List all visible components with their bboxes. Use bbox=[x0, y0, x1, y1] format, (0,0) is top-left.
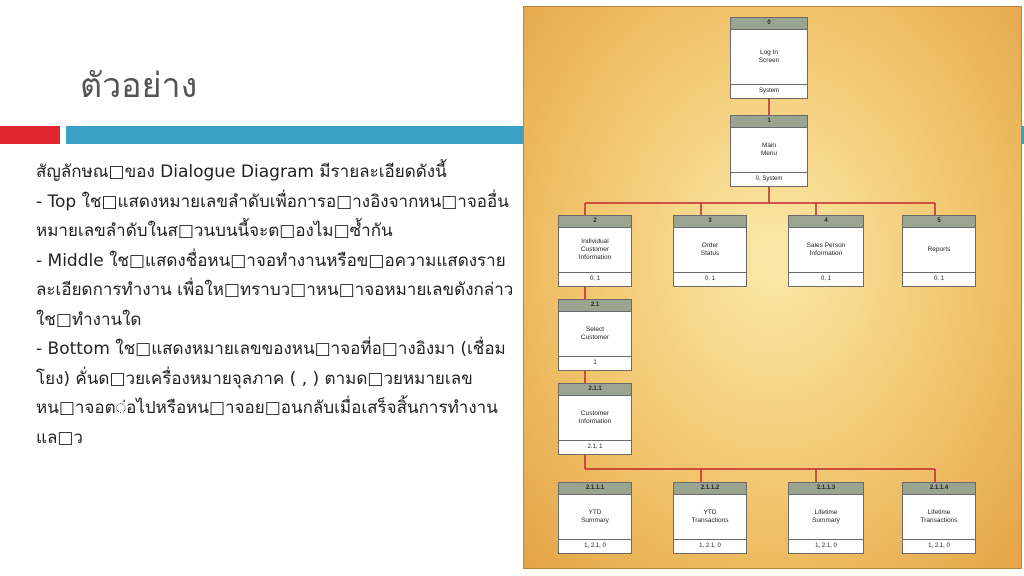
node-links: 0, 1 bbox=[559, 272, 631, 286]
node-links: 0, System bbox=[731, 172, 807, 186]
node-links: System bbox=[731, 84, 807, 98]
connector-lines bbox=[584, 99, 936, 482]
node-0: 0 Log In Screen System bbox=[730, 17, 808, 99]
node-links: 1, 2.1, 0 bbox=[789, 539, 863, 553]
node-label: Log In Screen bbox=[758, 49, 780, 64]
accent-bar-red bbox=[0, 126, 60, 144]
node-links: 0, 1 bbox=[674, 272, 746, 286]
node-2-1-1: 2.1.1 Customer Information 2.1, 1 bbox=[558, 383, 632, 455]
dialogue-diagram: 0 Log In Screen System 1 Main Menu 0, Sy… bbox=[523, 6, 1022, 569]
paragraph-middle: - Middle ใช□แสดงชื่อหน□าจอทำงานหรือข□อคว… bbox=[36, 250, 514, 330]
node-id: 4 bbox=[789, 216, 863, 228]
node-1: 1 Main Menu 0, System bbox=[730, 115, 808, 187]
paragraph-bottom: - Bottom ใช□แสดงหมายเลขของหน□าจอที่อ□างอ… bbox=[36, 339, 506, 448]
node-label: Order Status bbox=[700, 242, 720, 257]
node-label: Individual Customer Information bbox=[578, 238, 612, 261]
node-5: 5 Reports 0, 1 bbox=[902, 215, 976, 287]
node-label: Lifetime Summary bbox=[812, 509, 840, 524]
node-id: 3 bbox=[674, 216, 746, 228]
node-id: 5 bbox=[903, 216, 975, 228]
node-3: 3 Order Status 0, 1 bbox=[673, 215, 747, 287]
node-id: 2.1 bbox=[559, 300, 631, 312]
node-2-1-1-4: 2.1.1.4 Lifetime Transactions 1, 2.1, 0 bbox=[902, 482, 976, 554]
paragraph-intro: สัญลักษณ□ของ Dialogue Diagram มีรายละเอี… bbox=[36, 162, 447, 182]
node-links: 1 bbox=[559, 356, 631, 370]
node-2: 2 Individual Customer Information 0, 1 bbox=[558, 215, 632, 287]
node-id: 2.1.1.4 bbox=[903, 483, 975, 495]
node-links: 1, 2.1, 0 bbox=[674, 539, 746, 553]
node-links: 2.1, 1 bbox=[559, 440, 631, 454]
node-id: 2.1.1.3 bbox=[789, 483, 863, 495]
node-label: Lifetime Transactions bbox=[920, 509, 958, 524]
node-id: 2.1.1.2 bbox=[674, 483, 746, 495]
node-id: 0 bbox=[731, 18, 807, 30]
node-label: YTD Summary bbox=[581, 509, 609, 524]
description-text: สัญลักษณ□ของ Dialogue Diagram มีรายละเอี… bbox=[36, 158, 522, 453]
node-id: 2.1.1.1 bbox=[559, 483, 631, 495]
node-4: 4 Sales Person Information 0, 1 bbox=[788, 215, 864, 287]
node-links: 1, 2.1, 0 bbox=[559, 539, 631, 553]
node-label: YTD Transactions bbox=[691, 509, 729, 524]
node-links: 0, 1 bbox=[903, 272, 975, 286]
node-label: Main Menu bbox=[760, 142, 778, 157]
node-2-1: 2.1 Select Customer 1 bbox=[558, 299, 632, 371]
node-links: 1, 2.1, 0 bbox=[903, 539, 975, 553]
node-2-1-1-3: 2.1.1.3 Lifetime Summary 1, 2.1, 0 bbox=[788, 482, 864, 554]
node-2-1-1-2: 2.1.1.2 YTD Transactions 1, 2.1, 0 bbox=[673, 482, 747, 554]
node-label: Customer Information bbox=[578, 410, 612, 425]
node-label: Sales Person Information bbox=[806, 242, 846, 257]
node-id: 2.1.1 bbox=[559, 384, 631, 396]
paragraph-top: - Top ใช□แสดงหมายเลขลำดับเพื่อการอ□างอิง… bbox=[36, 191, 509, 242]
node-label: Select Customer bbox=[580, 326, 610, 341]
node-label: Reports bbox=[927, 246, 951, 253]
node-id: 2 bbox=[559, 216, 631, 228]
node-2-1-1-1: 2.1.1.1 YTD Summary 1, 2.1, 0 bbox=[558, 482, 632, 554]
node-links: 0, 1 bbox=[789, 272, 863, 286]
slide-title: ตัวอย่าง bbox=[80, 66, 198, 106]
node-id: 1 bbox=[731, 116, 807, 128]
